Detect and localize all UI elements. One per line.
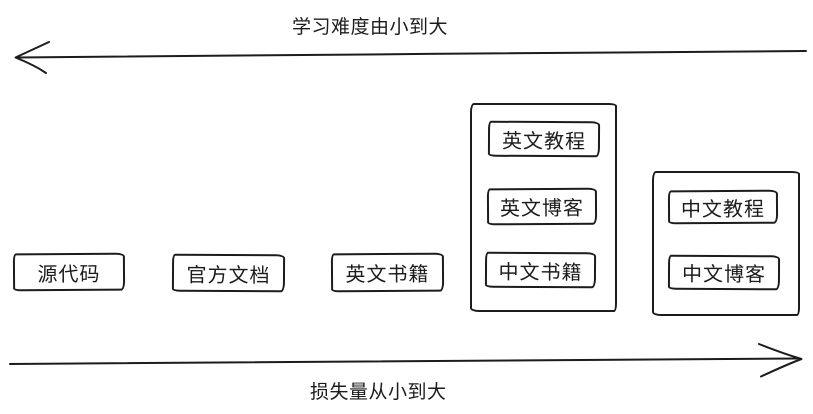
group-box-1: 英文教程 英文博客 中文书籍 xyxy=(470,103,617,312)
box-chinese-books: 中文书籍 xyxy=(484,251,597,289)
box-chinese-blog: 中文博客 xyxy=(667,254,781,291)
box-english-blog: 英文博客 xyxy=(486,187,598,226)
box-chinese-tutorial: 中文教程 xyxy=(667,189,779,225)
right-arrow xyxy=(9,343,803,378)
box-english-books: 英文书籍 xyxy=(330,252,445,293)
box-official-docs: 官方文档 xyxy=(171,253,286,293)
box-english-tutorial: 英文教程 xyxy=(487,120,601,158)
box-source-code: 源代码 xyxy=(12,252,126,292)
group-box-2: 中文教程 中文博客 xyxy=(652,171,800,316)
bottom-axis-label: 损失量从小到大 xyxy=(310,382,447,403)
top-axis-label: 学习难度由小到大 xyxy=(292,17,449,38)
left-arrow xyxy=(14,41,807,74)
